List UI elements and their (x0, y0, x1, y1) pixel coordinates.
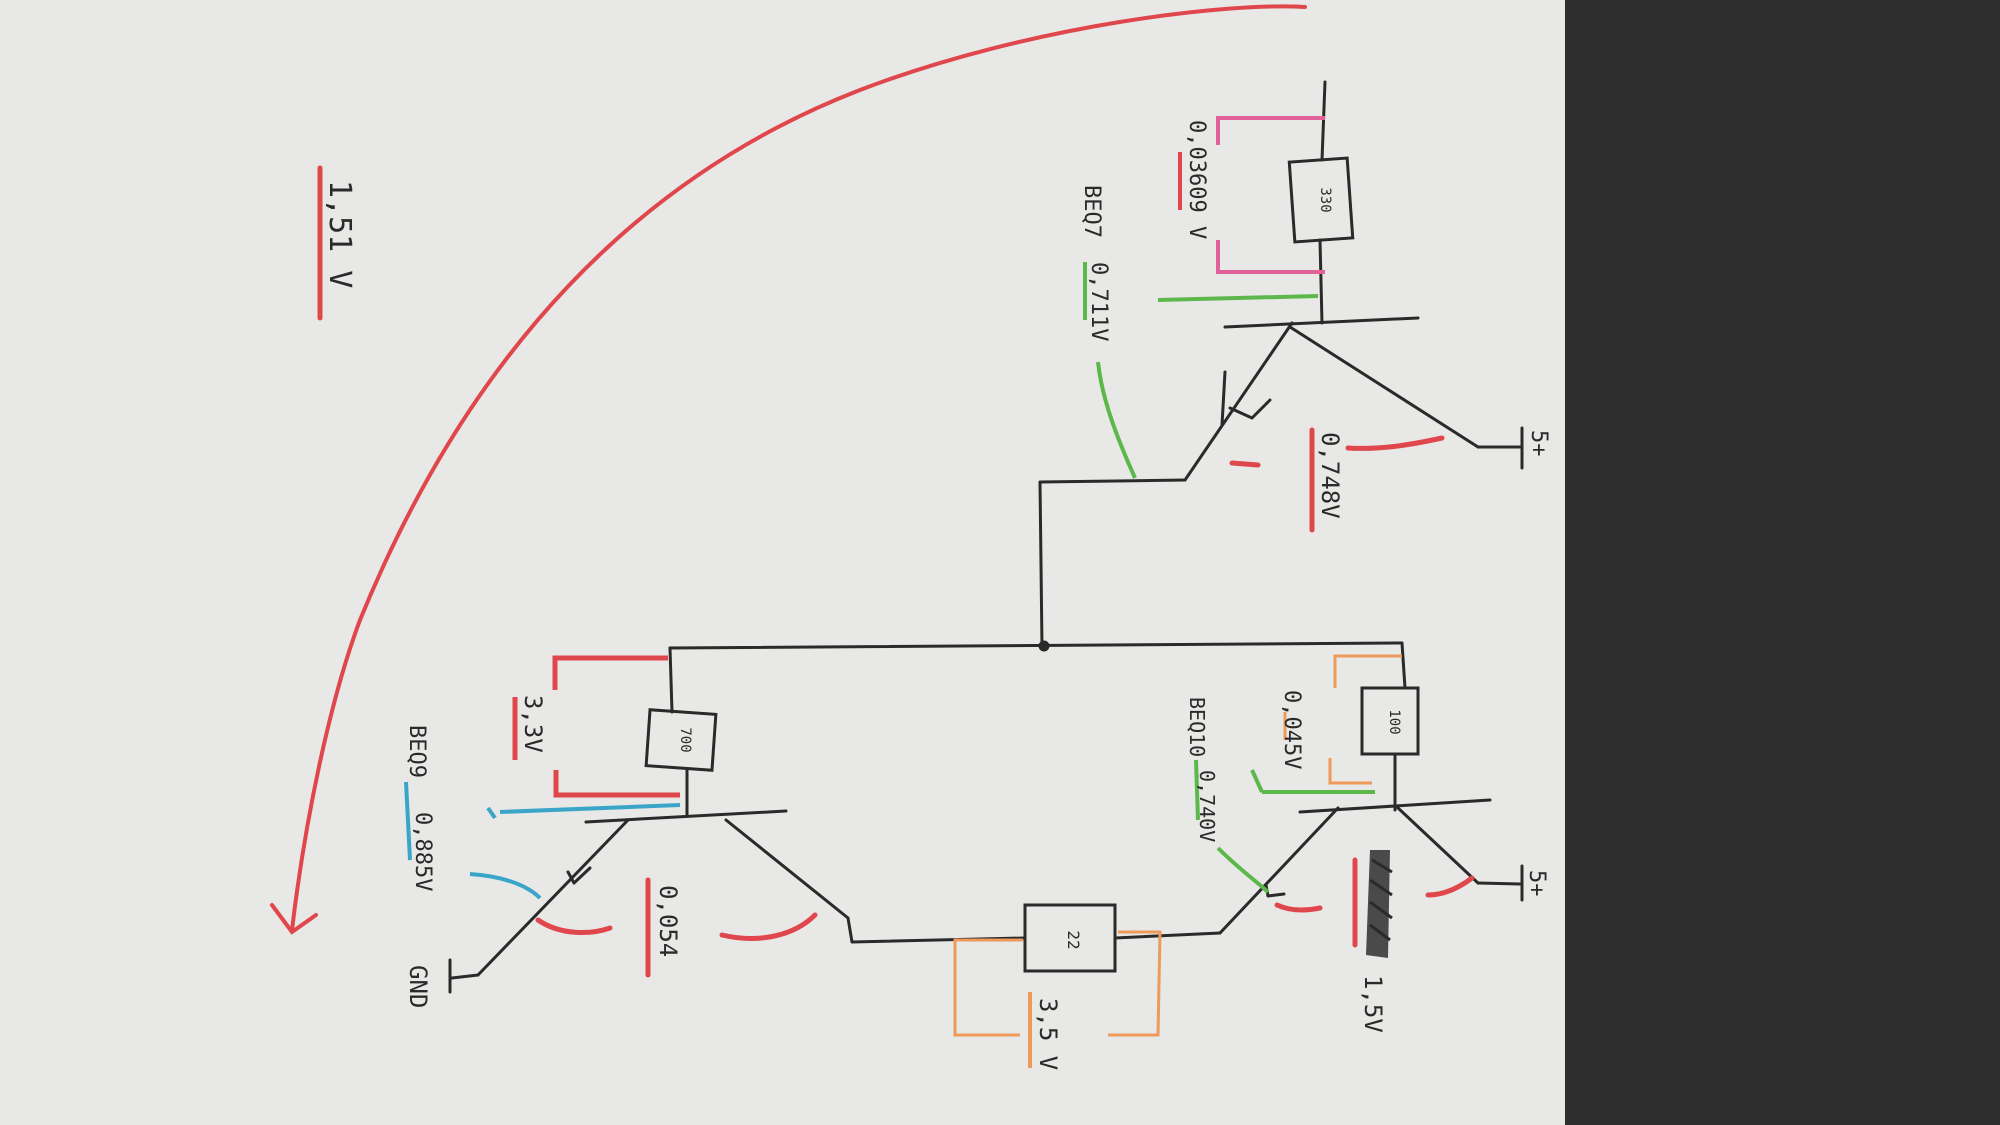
label-top-ce: 0,748V (1316, 432, 1344, 519)
total-arrow (290, 4, 1307, 932)
measure-left-ce-bracket (535, 877, 818, 978)
measure-330-bracket (1178, 116, 1325, 274)
resistor-700-label: 700 (677, 727, 693, 752)
resistor-100-label: 100 (1386, 709, 1402, 734)
circuit-wiring (448, 80, 1524, 994)
measure-22-bracket (953, 930, 1162, 1068)
label-supply-top: 5+ (1526, 430, 1551, 457)
label-right-ce: 1,5V (1359, 975, 1387, 1033)
resistor-700: 700 (644, 708, 718, 772)
label-r330-drop: 0,03609 V (1184, 120, 1209, 239)
resistor-100: 100 (1360, 686, 1420, 756)
total-arrow-head (270, 903, 318, 935)
resistor-22: 22 (1023, 903, 1117, 973)
label-beq7: BEQ7 (1079, 185, 1104, 238)
label-beq10: BEQ10 (1185, 697, 1209, 757)
label-beq9: BEQ9 (404, 725, 429, 778)
label-r22-drop: 3,5 V (1034, 998, 1062, 1070)
measure-700-bracket (512, 655, 680, 798)
label-beq10-value: 0,740V (1195, 770, 1219, 842)
resistor-330: 330 (1287, 156, 1355, 244)
measure-100-bracket (1283, 654, 1402, 785)
label-total-voltage: 1,51 V (322, 180, 357, 288)
label-r700-drop: 3,3V (519, 695, 547, 753)
backdrop (1565, 0, 2000, 1125)
label-beq9-value: 0,885V (410, 812, 435, 891)
measure-beq10-bracket (1194, 759, 1375, 894)
resistor-22-label: 22 (1064, 930, 1083, 949)
label-r100-drop: 0,045V (1279, 690, 1304, 769)
label-beq7-value: 0,711V (1086, 262, 1111, 341)
paper-sheet (0, 0, 1565, 1125)
scribble (1366, 850, 1393, 958)
measure-beq7-bracket (1083, 262, 1319, 479)
measure-top-ce-bracket (1229, 427, 1445, 533)
resistor-330-label: 330 (1317, 187, 1333, 212)
label-supply-right: 5+ (1524, 870, 1549, 897)
measure-beq9-bracket (404, 781, 681, 900)
label-ground: GND (404, 965, 432, 1008)
label-left-ce: 0,054 (654, 885, 682, 957)
measure-right-ce-bracket (1274, 857, 1475, 948)
